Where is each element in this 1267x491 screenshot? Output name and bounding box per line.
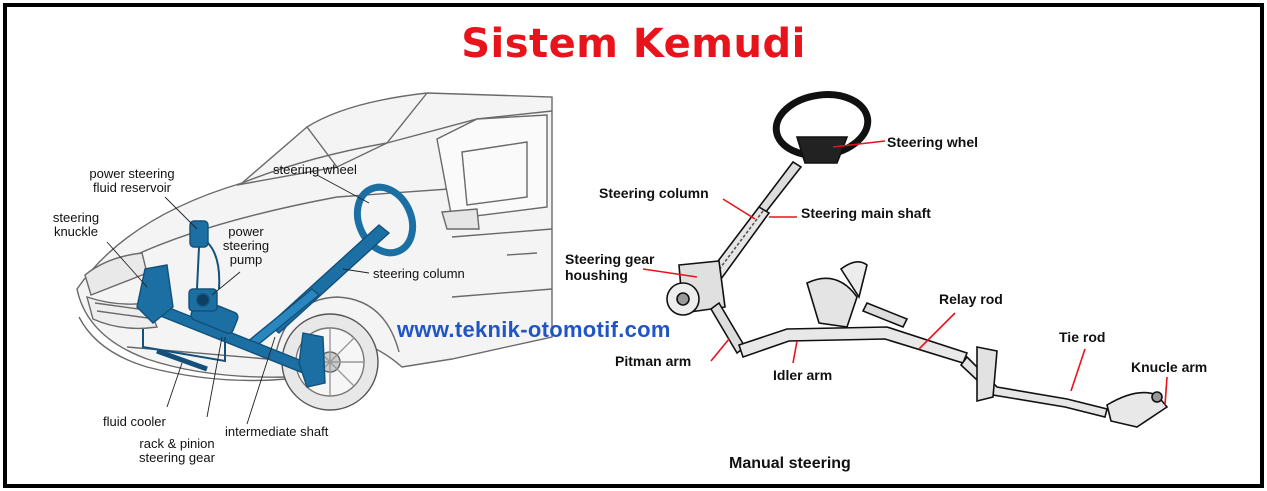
diagram-artwork <box>76 91 1169 428</box>
watermark-url: www.teknik-otomotif.com <box>397 317 671 342</box>
label-power-steering-pump: power steering pump <box>222 224 270 267</box>
label-steering-column-manual: Steering column <box>599 185 709 201</box>
label-steering-whel: Steering whel <box>887 134 979 150</box>
manual-steering-illustration <box>666 91 1169 428</box>
page-title: Sistem Kemudi <box>461 21 806 67</box>
label-steering-knuckle: steering knuckle <box>52 210 100 239</box>
label-fluid-cooler: fluid cooler <box>103 414 166 429</box>
right-leader-lines <box>642 140 1168 406</box>
label-pitman-arm: Pitman arm <box>615 353 692 369</box>
label-steering-gear-houshing: Steering gear houshing <box>565 251 655 283</box>
label-intermediate-shaft: intermediate shaft <box>225 424 329 439</box>
label-steering-main-shaft: Steering main shaft <box>801 205 931 221</box>
label-steering-column: steering column <box>373 266 465 281</box>
label-idler-arm: Idler arm <box>773 367 833 383</box>
left-leader-lines <box>106 174 370 425</box>
caption-manual-steering: Manual steering <box>729 455 851 472</box>
diagram-frame: Sistem Kemudi power steering fluid reser… <box>3 3 1264 488</box>
label-rack-pinion-steering-gear: rack & pinion steering gear <box>139 436 215 465</box>
label-relay-rod: Relay rod <box>939 291 1003 307</box>
label-steering-wheel: steering wheel <box>273 162 357 177</box>
power-steering-system <box>136 183 417 388</box>
label-power-steering-fluid-reservoir: power steering fluid reservoir <box>89 166 175 195</box>
label-tie-rod: Tie rod <box>1059 329 1106 345</box>
label-knucle-arm: Knucle arm <box>1131 359 1208 375</box>
